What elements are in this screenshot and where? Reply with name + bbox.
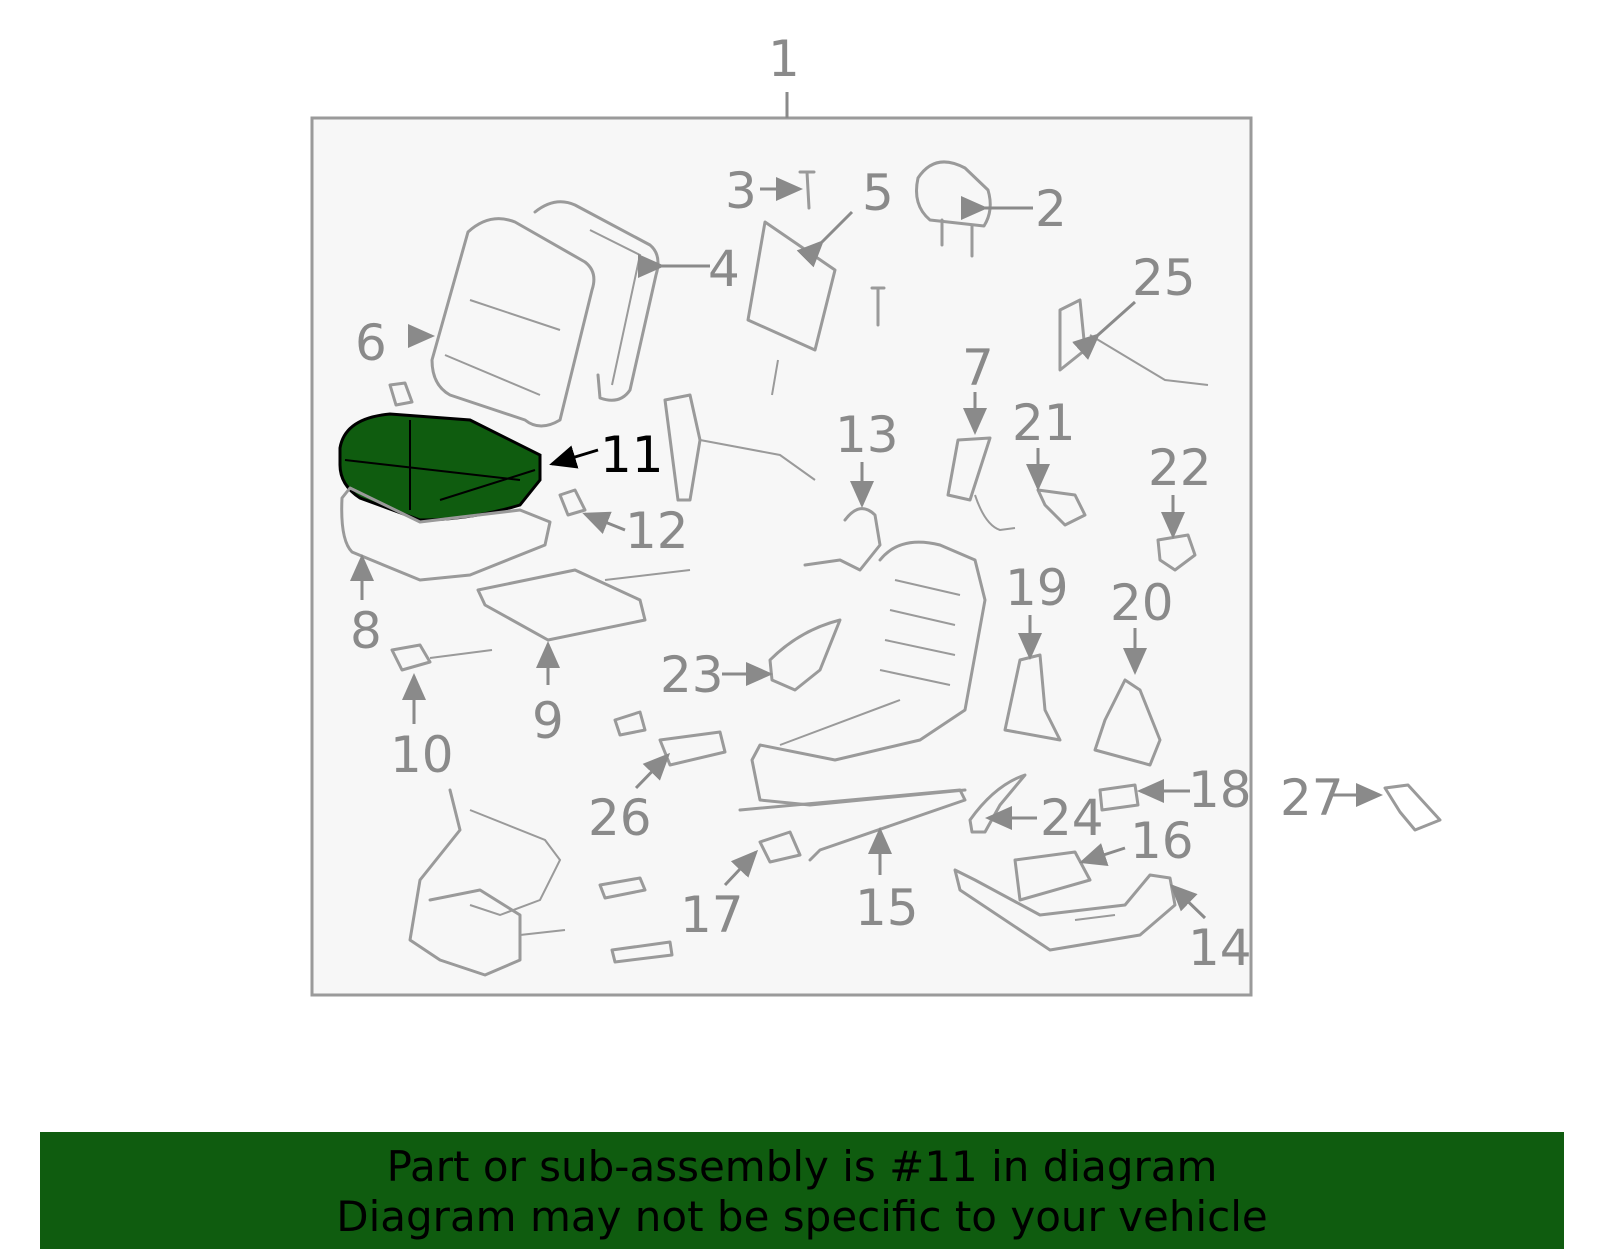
banner-line-1: Part or sub-assembly is #11 in diagram: [386, 1142, 1218, 1191]
callout-6[interactable]: 6: [355, 314, 387, 372]
callout-20[interactable]: 20: [1110, 574, 1174, 632]
callout-13[interactable]: 13: [835, 406, 899, 464]
part-9-cushion-mat[interactable]: [476, 568, 691, 642]
part-18-connector[interactable]: [1098, 783, 1140, 812]
callout-18[interactable]: 18: [1188, 761, 1252, 819]
callout-10[interactable]: 10: [390, 726, 454, 784]
part-15-seat-frame[interactable]: [738, 540, 987, 862]
part-20-bracket[interactable]: [1093, 678, 1162, 767]
callout-1[interactable]: 1: [768, 30, 800, 88]
callout-21[interactable]: 21: [1012, 394, 1076, 452]
callout-7[interactable]: 7: [962, 339, 994, 397]
callout-17[interactable]: 17: [680, 886, 744, 944]
part-3-bolt[interactable]: [798, 170, 886, 327]
wire-harness[interactable]: [408, 788, 566, 977]
part-16-switch[interactable]: [1013, 850, 1092, 902]
part-10-harness-plug[interactable]: [390, 643, 493, 672]
callout-22[interactable]: 22: [1148, 439, 1212, 497]
callout-16[interactable]: 16: [1130, 812, 1194, 870]
part-14-side-shield[interactable]: [953, 868, 1177, 952]
part-17-clip[interactable]: [758, 830, 802, 864]
seat-belt-buckle[interactable]: [663, 393, 816, 502]
callout-5[interactable]: 5: [862, 164, 894, 222]
callout-26[interactable]: 26: [588, 789, 652, 847]
callout-24[interactable]: 24: [1040, 789, 1104, 847]
bolt-upper[interactable]: [388, 381, 414, 407]
callout-12[interactable]: 12: [625, 502, 689, 560]
callout-8[interactable]: 8: [350, 602, 382, 660]
callout-4[interactable]: 4: [708, 240, 740, 298]
callout-19[interactable]: 19: [1005, 559, 1069, 617]
callout-23[interactable]: 23: [660, 646, 724, 704]
callout-27[interactable]: 27: [1280, 769, 1344, 827]
part-12-bolt[interactable]: [558, 488, 587, 517]
callout-14[interactable]: 14: [1188, 919, 1252, 977]
callout-11[interactable]: 11: [600, 426, 664, 484]
part-8-cushion-pad[interactable]: [340, 486, 552, 582]
assembly-frame: [310, 116, 1253, 997]
callout-3[interactable]: 3: [725, 162, 757, 220]
banner-line-2: Diagram may not be specific to your vehi…: [336, 1192, 1268, 1241]
info-banner: Part or sub-assembly is #11 in diagram D…: [40, 1132, 1564, 1249]
part-7-side-airbag[interactable]: [946, 436, 1016, 532]
callout-25[interactable]: 25: [1132, 249, 1196, 307]
part-6-seatback-cover[interactable]: [430, 217, 596, 428]
part-21-clip[interactable]: [1036, 488, 1087, 527]
part-23-shield[interactable]: [768, 618, 842, 692]
small-clip-a[interactable]: [613, 710, 647, 737]
part-13-cover[interactable]: [803, 507, 882, 572]
small-clip-b[interactable]: [598, 876, 647, 900]
part-27-bracket[interactable]: [1383, 783, 1442, 832]
callout-9[interactable]: 9: [532, 692, 564, 750]
small-clip-c[interactable]: [610, 940, 674, 964]
callout-15[interactable]: 15: [855, 879, 919, 937]
callout-2[interactable]: 2: [1035, 180, 1067, 238]
